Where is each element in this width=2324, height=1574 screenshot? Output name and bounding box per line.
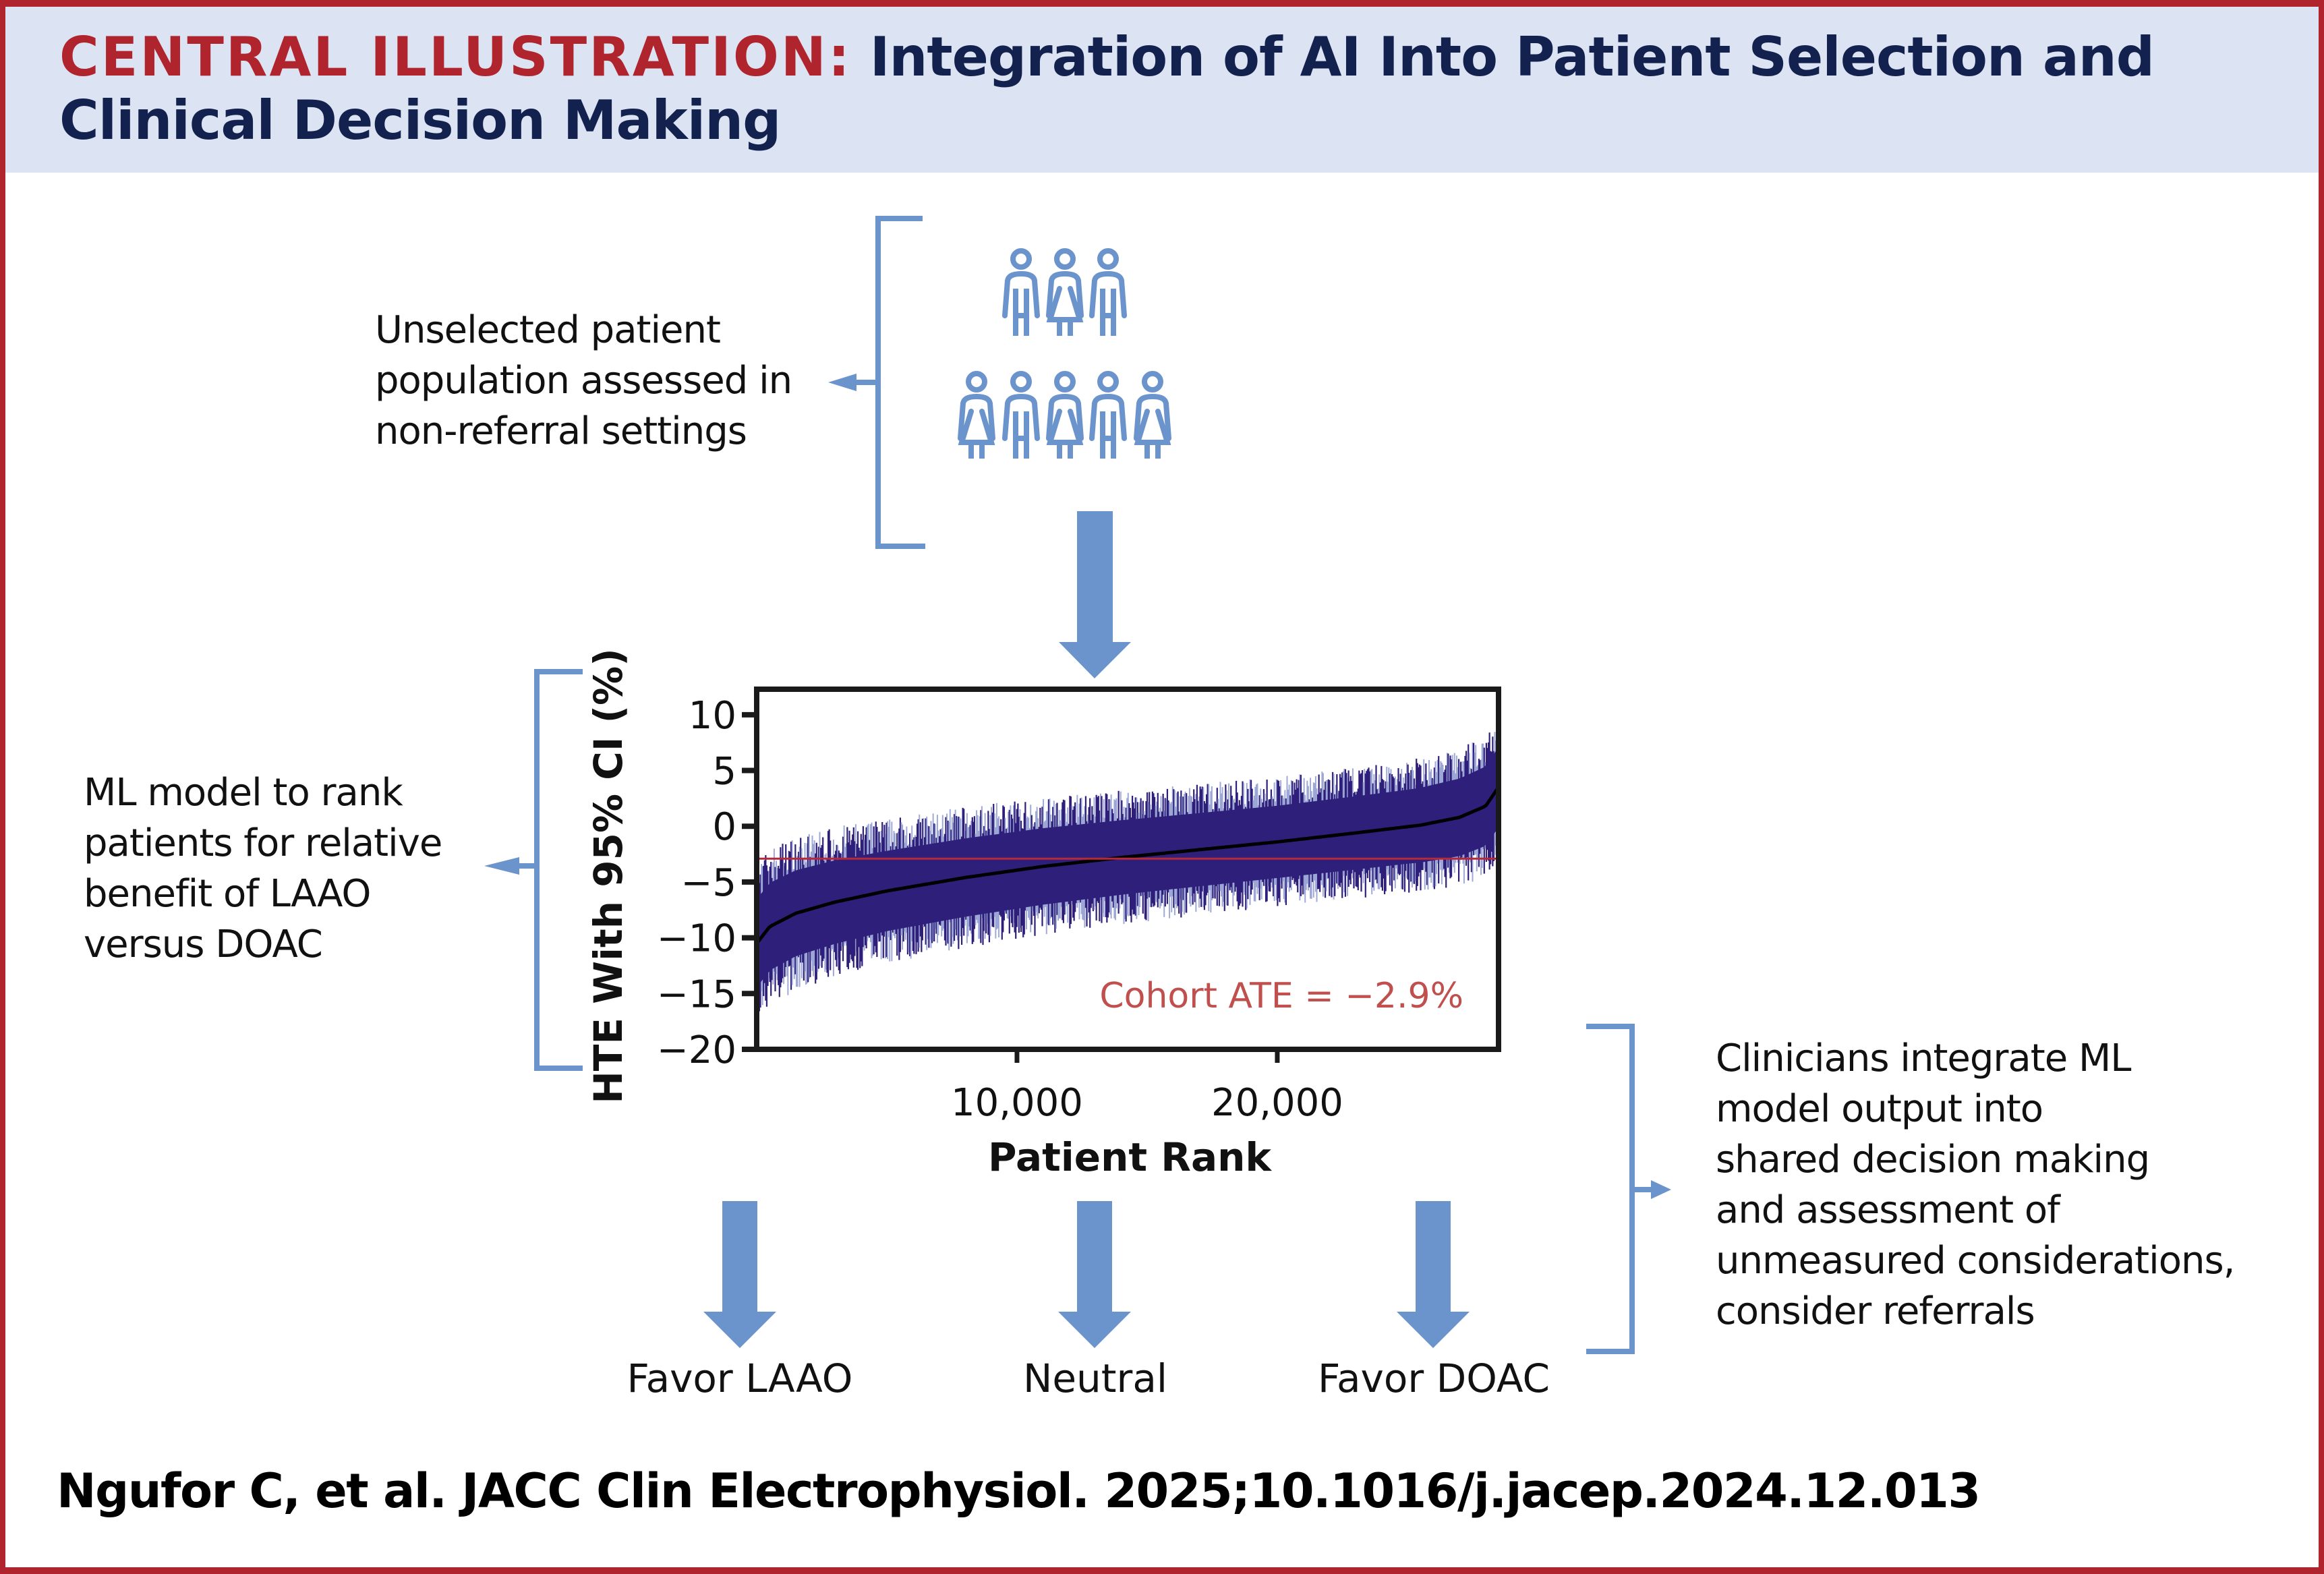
model-line: versus DOAC <box>84 923 323 966</box>
model-text: ML model to rank patients for relative b… <box>84 767 442 970</box>
model-line: patients for relative <box>84 821 442 865</box>
y-tick-label: −20 <box>657 1028 736 1072</box>
arrow-right-icon <box>1651 1180 1671 1199</box>
title-text: Integration of AI Into Patient Selection… <box>59 26 2155 152</box>
woman-icon <box>1046 248 1084 336</box>
ci-core-band <box>757 747 1499 988</box>
ate-annotation: Cohort ATE = −2.9% <box>1099 976 1463 1016</box>
clinicians-line: unmeasured considerations, <box>1716 1239 2235 1283</box>
woman-icon <box>1134 371 1171 459</box>
page-title: CENTRAL ILLUSTRATION: Integration of AI … <box>59 26 2217 152</box>
man-icon <box>1089 248 1127 336</box>
y-tick-label: −15 <box>657 972 736 1016</box>
y-tick-label: −5 <box>680 861 736 905</box>
arrow-left-icon <box>484 857 519 875</box>
outcome-favor-laao: Favor LAAO <box>627 1356 853 1401</box>
man-icon <box>1089 371 1127 459</box>
outcome-neutral: Neutral <box>1022 1356 1168 1401</box>
hte-curve <box>755 786 1501 945</box>
x-axis-title: Patient Rank <box>988 1134 1272 1180</box>
arrow-left-icon <box>828 374 856 391</box>
woman-icon <box>958 371 995 459</box>
y-tick-label: 10 <box>689 694 736 738</box>
plot-frame <box>754 687 1501 1052</box>
clinicians-line: consider referrals <box>1716 1289 2035 1333</box>
x-tick-label: 20,000 <box>1211 1081 1343 1125</box>
population-line: population assessed in <box>375 359 792 403</box>
population-line: non-referral settings <box>375 409 747 453</box>
clinicians-text: Clinicians integrate ML model output int… <box>1716 1033 2235 1337</box>
x-tick-label: 10,000 <box>951 1081 1083 1125</box>
header-band <box>5 7 2319 173</box>
title-kicker: CENTRAL ILLUSTRATION: <box>59 26 852 88</box>
y-tick-label: 5 <box>712 750 736 794</box>
y-axis-title: HTE With 95% CI (%) <box>585 648 631 1103</box>
population-line: Unselected patient <box>375 308 721 352</box>
arrow-down-icon <box>703 1201 776 1348</box>
y-tick-label: −10 <box>657 917 736 961</box>
man-icon <box>1002 248 1040 336</box>
y-tick-label: 0 <box>712 805 736 849</box>
model-line: ML model to rank <box>84 771 403 815</box>
clinicians-line: and assessment of <box>1716 1188 2060 1232</box>
clinicians-line: Clinicians integrate ML <box>1716 1037 2131 1080</box>
man-icon <box>1002 371 1040 459</box>
arrow-down-icon <box>1058 1201 1131 1348</box>
citation: Ngufor C, et al. JACC Clin Electrophysio… <box>57 1463 1981 1519</box>
outcome-favor-doac: Favor DOAC <box>1317 1356 1550 1401</box>
woman-icon <box>1046 371 1084 459</box>
population-text: Unselected patient population assessed i… <box>375 305 792 457</box>
ci-bars <box>756 723 1499 1020</box>
clinicians-line: model output into <box>1716 1087 2043 1131</box>
bracket-line <box>534 669 583 1071</box>
bracket-line <box>1586 1024 1635 1354</box>
arrow-down-icon <box>1397 1201 1470 1348</box>
clinicians-line: shared decision making <box>1716 1138 2150 1182</box>
model-line: benefit of LAAO <box>84 872 372 916</box>
